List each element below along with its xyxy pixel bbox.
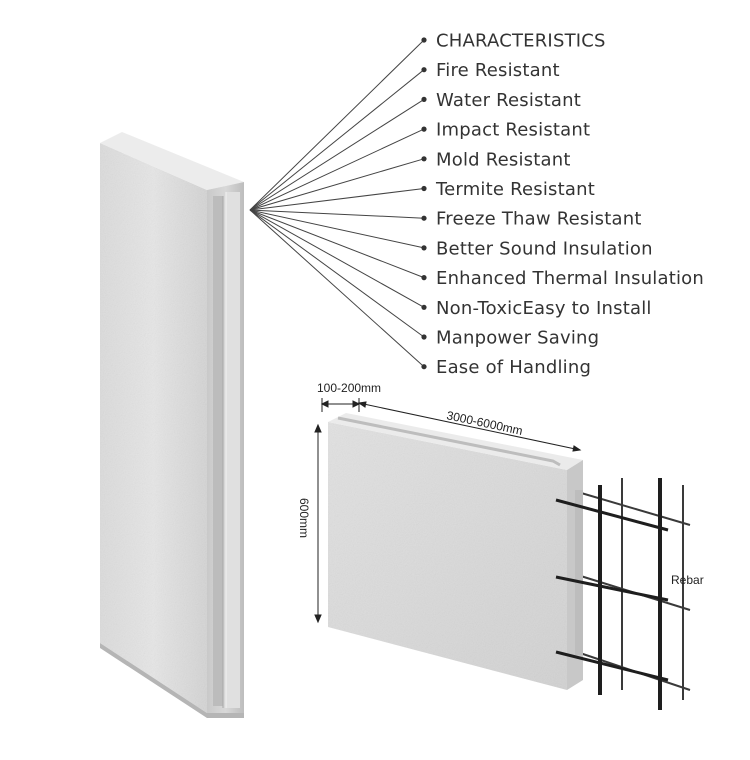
rebar-label: Rebar [671, 573, 704, 587]
feature-bullet [421, 245, 427, 251]
feature-label: Enhanced Thermal Insulation [436, 268, 704, 289]
feature-connector-line [249, 209, 425, 279]
height-dimension [314, 423, 322, 624]
feature-bullet [421, 126, 427, 132]
feature-connector-line [249, 98, 425, 211]
thickness-label: 100-200mm [317, 381, 381, 395]
height-label: 600mm [297, 498, 311, 538]
feature-connector-line [249, 128, 425, 211]
feature-bullet [421, 215, 427, 221]
feature-label: Ease of Handling [436, 357, 591, 378]
length-label: 3000-6000mm [445, 408, 524, 438]
feature-label: Water Resistant [436, 90, 581, 111]
feature-connector-line [249, 209, 425, 308]
feature-connector-line [249, 209, 425, 219]
feature-label: CHARACTERISTICS [436, 31, 606, 52]
feature-bullet [421, 185, 427, 192]
feature-connector-line [249, 39, 425, 211]
feature-label: Fire Resistant [436, 60, 560, 81]
tall-wall-panel [100, 132, 244, 718]
feature-connector-line [249, 209, 425, 338]
feature-connector-line [249, 158, 425, 211]
length-dimension [357, 401, 582, 452]
feature-label: Termite Resistant [435, 179, 595, 200]
rebar-grid [570, 478, 691, 710]
feature-label: Mold Resistant [436, 149, 571, 170]
feature-label: Better Sound Insulation [436, 238, 653, 259]
feature-label: Impact Resistant [436, 120, 590, 141]
feature-connector-line [249, 209, 425, 249]
feature-connector-line [249, 209, 425, 368]
feature-bullet [421, 364, 427, 370]
feature-bullet [421, 334, 427, 340]
feature-bullet [421, 67, 427, 73]
panel-dimension-diagram: 100-200mm 3000-6000mm 600mm Rebar [297, 381, 704, 710]
feature-bullet [421, 156, 427, 162]
feature-bullet [421, 37, 427, 43]
feature-label: Manpower Saving [436, 328, 599, 349]
thickness-dimension [320, 398, 361, 412]
feature-bullet [421, 304, 427, 310]
feature-connector-line [249, 188, 425, 211]
feature-connector-line [249, 69, 425, 211]
feature-bullet [421, 96, 427, 102]
feature-bullet [421, 275, 427, 281]
feature-label: Non-ToxicEasy to Install [436, 298, 652, 319]
feature-label: Freeze Thaw Resistant [436, 209, 642, 230]
